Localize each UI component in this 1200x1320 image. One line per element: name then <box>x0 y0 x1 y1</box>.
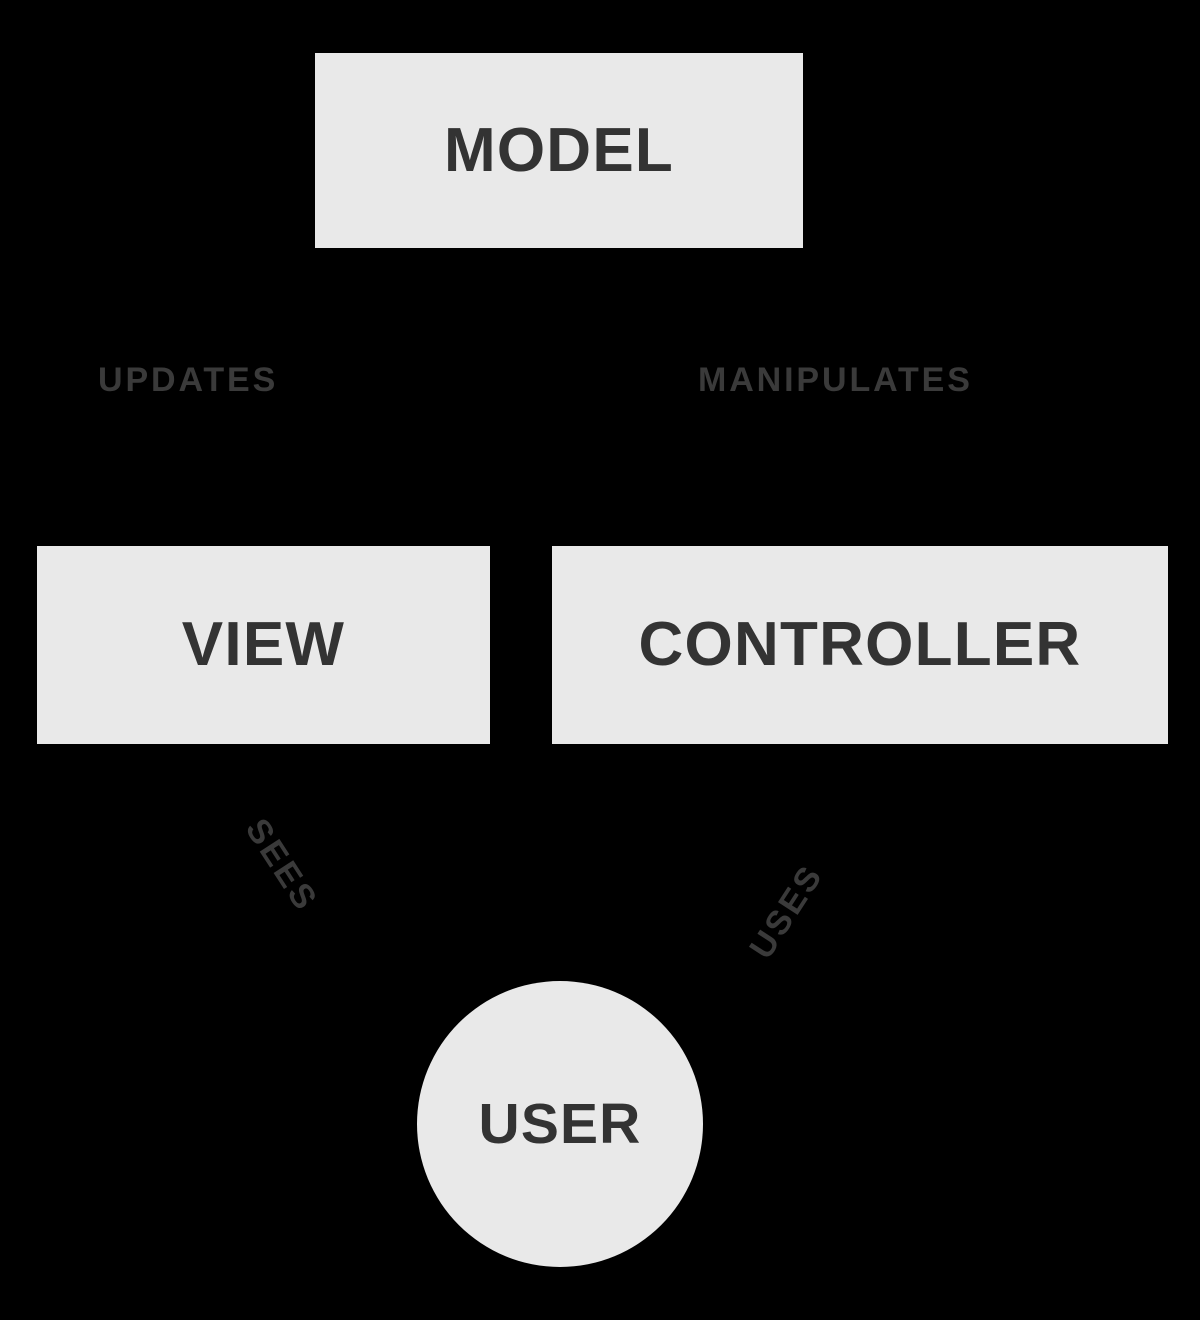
edge-label-updates: UPDATES <box>98 361 279 399</box>
edge-label-uses: USES <box>742 857 831 966</box>
node-controller[interactable]: CONTROLLER <box>552 546 1168 744</box>
node-model-label: MODEL <box>443 115 675 185</box>
connector-model-view <box>261 246 561 548</box>
node-view-label: VIEW <box>181 610 346 679</box>
node-model[interactable]: MODEL <box>315 53 803 248</box>
node-view[interactable]: VIEW <box>37 546 490 744</box>
node-controller-label: CONTROLLER <box>638 610 1082 679</box>
edge-label-sees: SEES <box>237 811 326 919</box>
node-user-label: USER <box>478 1091 642 1156</box>
connector-user-view <box>288 743 472 1011</box>
node-user[interactable]: USER <box>417 981 703 1267</box>
edge-label-manipulates: MANIPULATES <box>698 361 973 399</box>
